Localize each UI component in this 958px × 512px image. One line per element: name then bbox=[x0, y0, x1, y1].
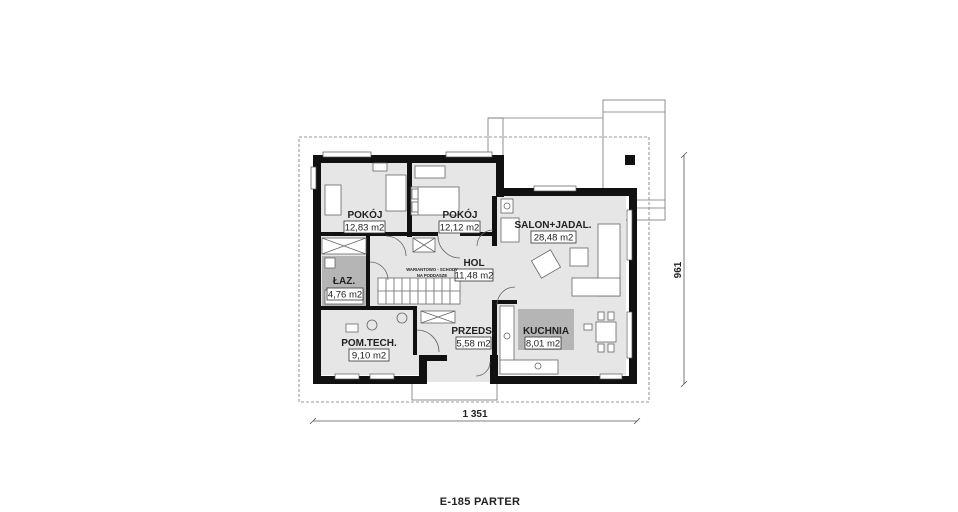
room-area: 12,83 m2 bbox=[345, 223, 385, 234]
width-dimension bbox=[309, 417, 641, 425]
room-pom-tech: POM.TECH. 9,10 m2 bbox=[341, 338, 397, 362]
plan-title: E-185 PARTER bbox=[440, 496, 520, 508]
chimney bbox=[625, 155, 635, 165]
room-name: POM.TECH. bbox=[341, 338, 397, 349]
room-name: POKÓJ bbox=[347, 208, 382, 221]
room-area: 4,76 m2 bbox=[328, 290, 362, 301]
room-pokoj-2: POKÓJ 12,12 m2 bbox=[438, 208, 481, 234]
room-przedsionek: PRZEDS. 5,58 m2 bbox=[451, 326, 495, 350]
room-salon: SALON+JADAL. 28,48 m2 bbox=[515, 220, 592, 244]
room-hol: HOL 11,48 m2 bbox=[455, 258, 494, 282]
room-name: POKÓJ bbox=[442, 208, 477, 221]
room-name: KUCHNIA bbox=[523, 326, 569, 337]
room-area: 11,48 m2 bbox=[455, 271, 494, 282]
room-name: SALON+JADAL. bbox=[515, 220, 592, 231]
depth-dimension bbox=[680, 151, 688, 388]
windows bbox=[310, 151, 633, 380]
room-area: 28,48 m2 bbox=[534, 233, 574, 244]
room-area: 12,12 m2 bbox=[440, 223, 480, 234]
room-name: HOL bbox=[463, 258, 484, 269]
room-kuchnia: KUCHNIA 8,01 m2 bbox=[523, 326, 569, 350]
room-area: 5,58 m2 bbox=[456, 339, 490, 350]
stair-note: WARIANTOWO - SCHODY bbox=[406, 267, 458, 272]
room-pokoj-1: POKÓJ 12,83 m2 bbox=[343, 208, 386, 234]
room-lazienka: ŁAZ. 4,76 m2 bbox=[326, 276, 364, 301]
walls bbox=[313, 155, 637, 384]
plot-outline bbox=[298, 136, 650, 403]
room-area: 8,01 m2 bbox=[526, 339, 560, 350]
room-area: 9,10 m2 bbox=[352, 351, 386, 362]
width-dimension-label: 1 351 bbox=[462, 409, 487, 420]
depth-dimension-label: 961 bbox=[673, 261, 684, 278]
room-name: PRZEDS. bbox=[451, 326, 495, 337]
room-name: ŁAZ. bbox=[333, 276, 355, 287]
stair-note-2: NA PODDASZE bbox=[417, 273, 448, 278]
